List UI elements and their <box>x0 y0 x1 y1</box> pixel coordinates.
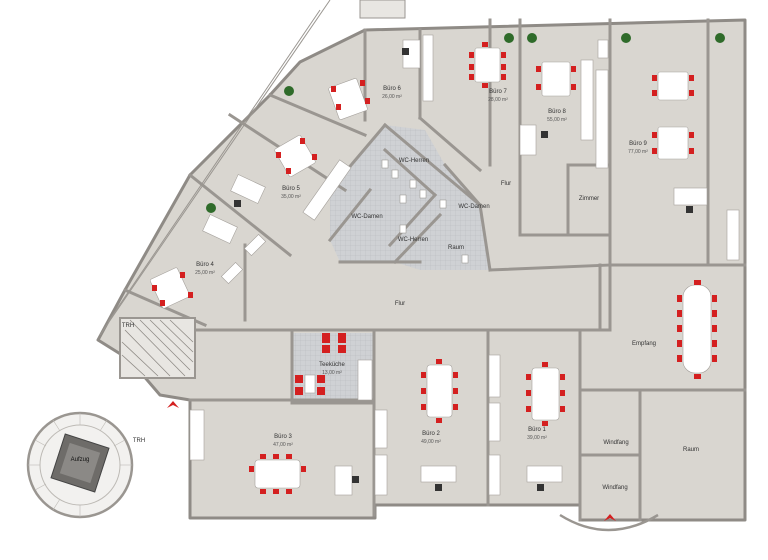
kitchen-counter <box>357 359 373 401</box>
staircase <box>119 317 196 379</box>
room-area: 39,00 m² <box>527 434 547 441</box>
room-name: Büro 7 <box>489 89 507 95</box>
room-name: Büro 4 <box>196 262 214 268</box>
room-area: 25,00 m² <box>195 269 215 276</box>
main-entrance-arrow-icon <box>604 514 616 521</box>
furniture <box>150 34 740 496</box>
room-area: 47,00 m² <box>273 441 293 448</box>
entrance-bay <box>559 513 659 532</box>
room-name: Teeküche <box>319 362 345 368</box>
meeting-chairs <box>152 42 717 494</box>
room-name: Büro 3 <box>274 434 292 440</box>
room-area: 55,00 m² <box>547 116 567 123</box>
room-label-trh-1: TRH <box>121 323 135 329</box>
room-label-flur-top: Flur <box>500 181 512 187</box>
room-label-trh-2: TRH <box>132 438 146 444</box>
room-area: 77,00 m² <box>628 148 648 155</box>
room-label-windfang-1: Windfang <box>603 440 629 446</box>
room-label-wc-damen-left: WC-Damen <box>351 214 383 220</box>
room-label-windfang-2: Windfang <box>602 485 628 491</box>
wc-tiled-area <box>330 125 490 270</box>
wc-fixtures <box>381 159 469 264</box>
room-label-wc-herren-top: WC-Herren <box>398 158 430 164</box>
room-name: Büro 2 <box>422 431 440 437</box>
room-label-empfang: Empfang <box>631 341 657 347</box>
room-area: 35,00 m² <box>281 193 301 200</box>
room-label-wc-herren-bottom: WC-Herren <box>397 237 429 243</box>
room-label-raum-small: Raum <box>447 245 465 251</box>
entrance-arrow-icon <box>167 401 179 408</box>
elevator-stair-tower <box>26 411 134 519</box>
room-name: Büro 6 <box>383 86 401 92</box>
office-chairs <box>234 48 693 491</box>
room-label-zimmer: Zimmer <box>578 196 600 202</box>
room-name: Büro 9 <box>629 141 647 147</box>
room-label-raum-large: Raum <box>682 447 700 453</box>
room-name: Büro 1 <box>528 427 546 433</box>
room-area: 28,00 m² <box>488 96 508 103</box>
room-label-aufzug: Aufzug <box>70 457 90 463</box>
room-area: 13,00 m² <box>322 369 342 376</box>
room-label-flur-main: Flur <box>394 301 406 307</box>
room-label-wc-damen-right: WC-Damen <box>458 204 490 210</box>
room-area: 49,00 m² <box>421 438 441 445</box>
room-area: 26,00 m² <box>382 93 402 100</box>
room-name: Büro 5 <box>282 186 300 192</box>
room-name: Büro 8 <box>548 109 566 115</box>
plants <box>206 33 725 213</box>
outer-structure-lines <box>99 0 406 336</box>
